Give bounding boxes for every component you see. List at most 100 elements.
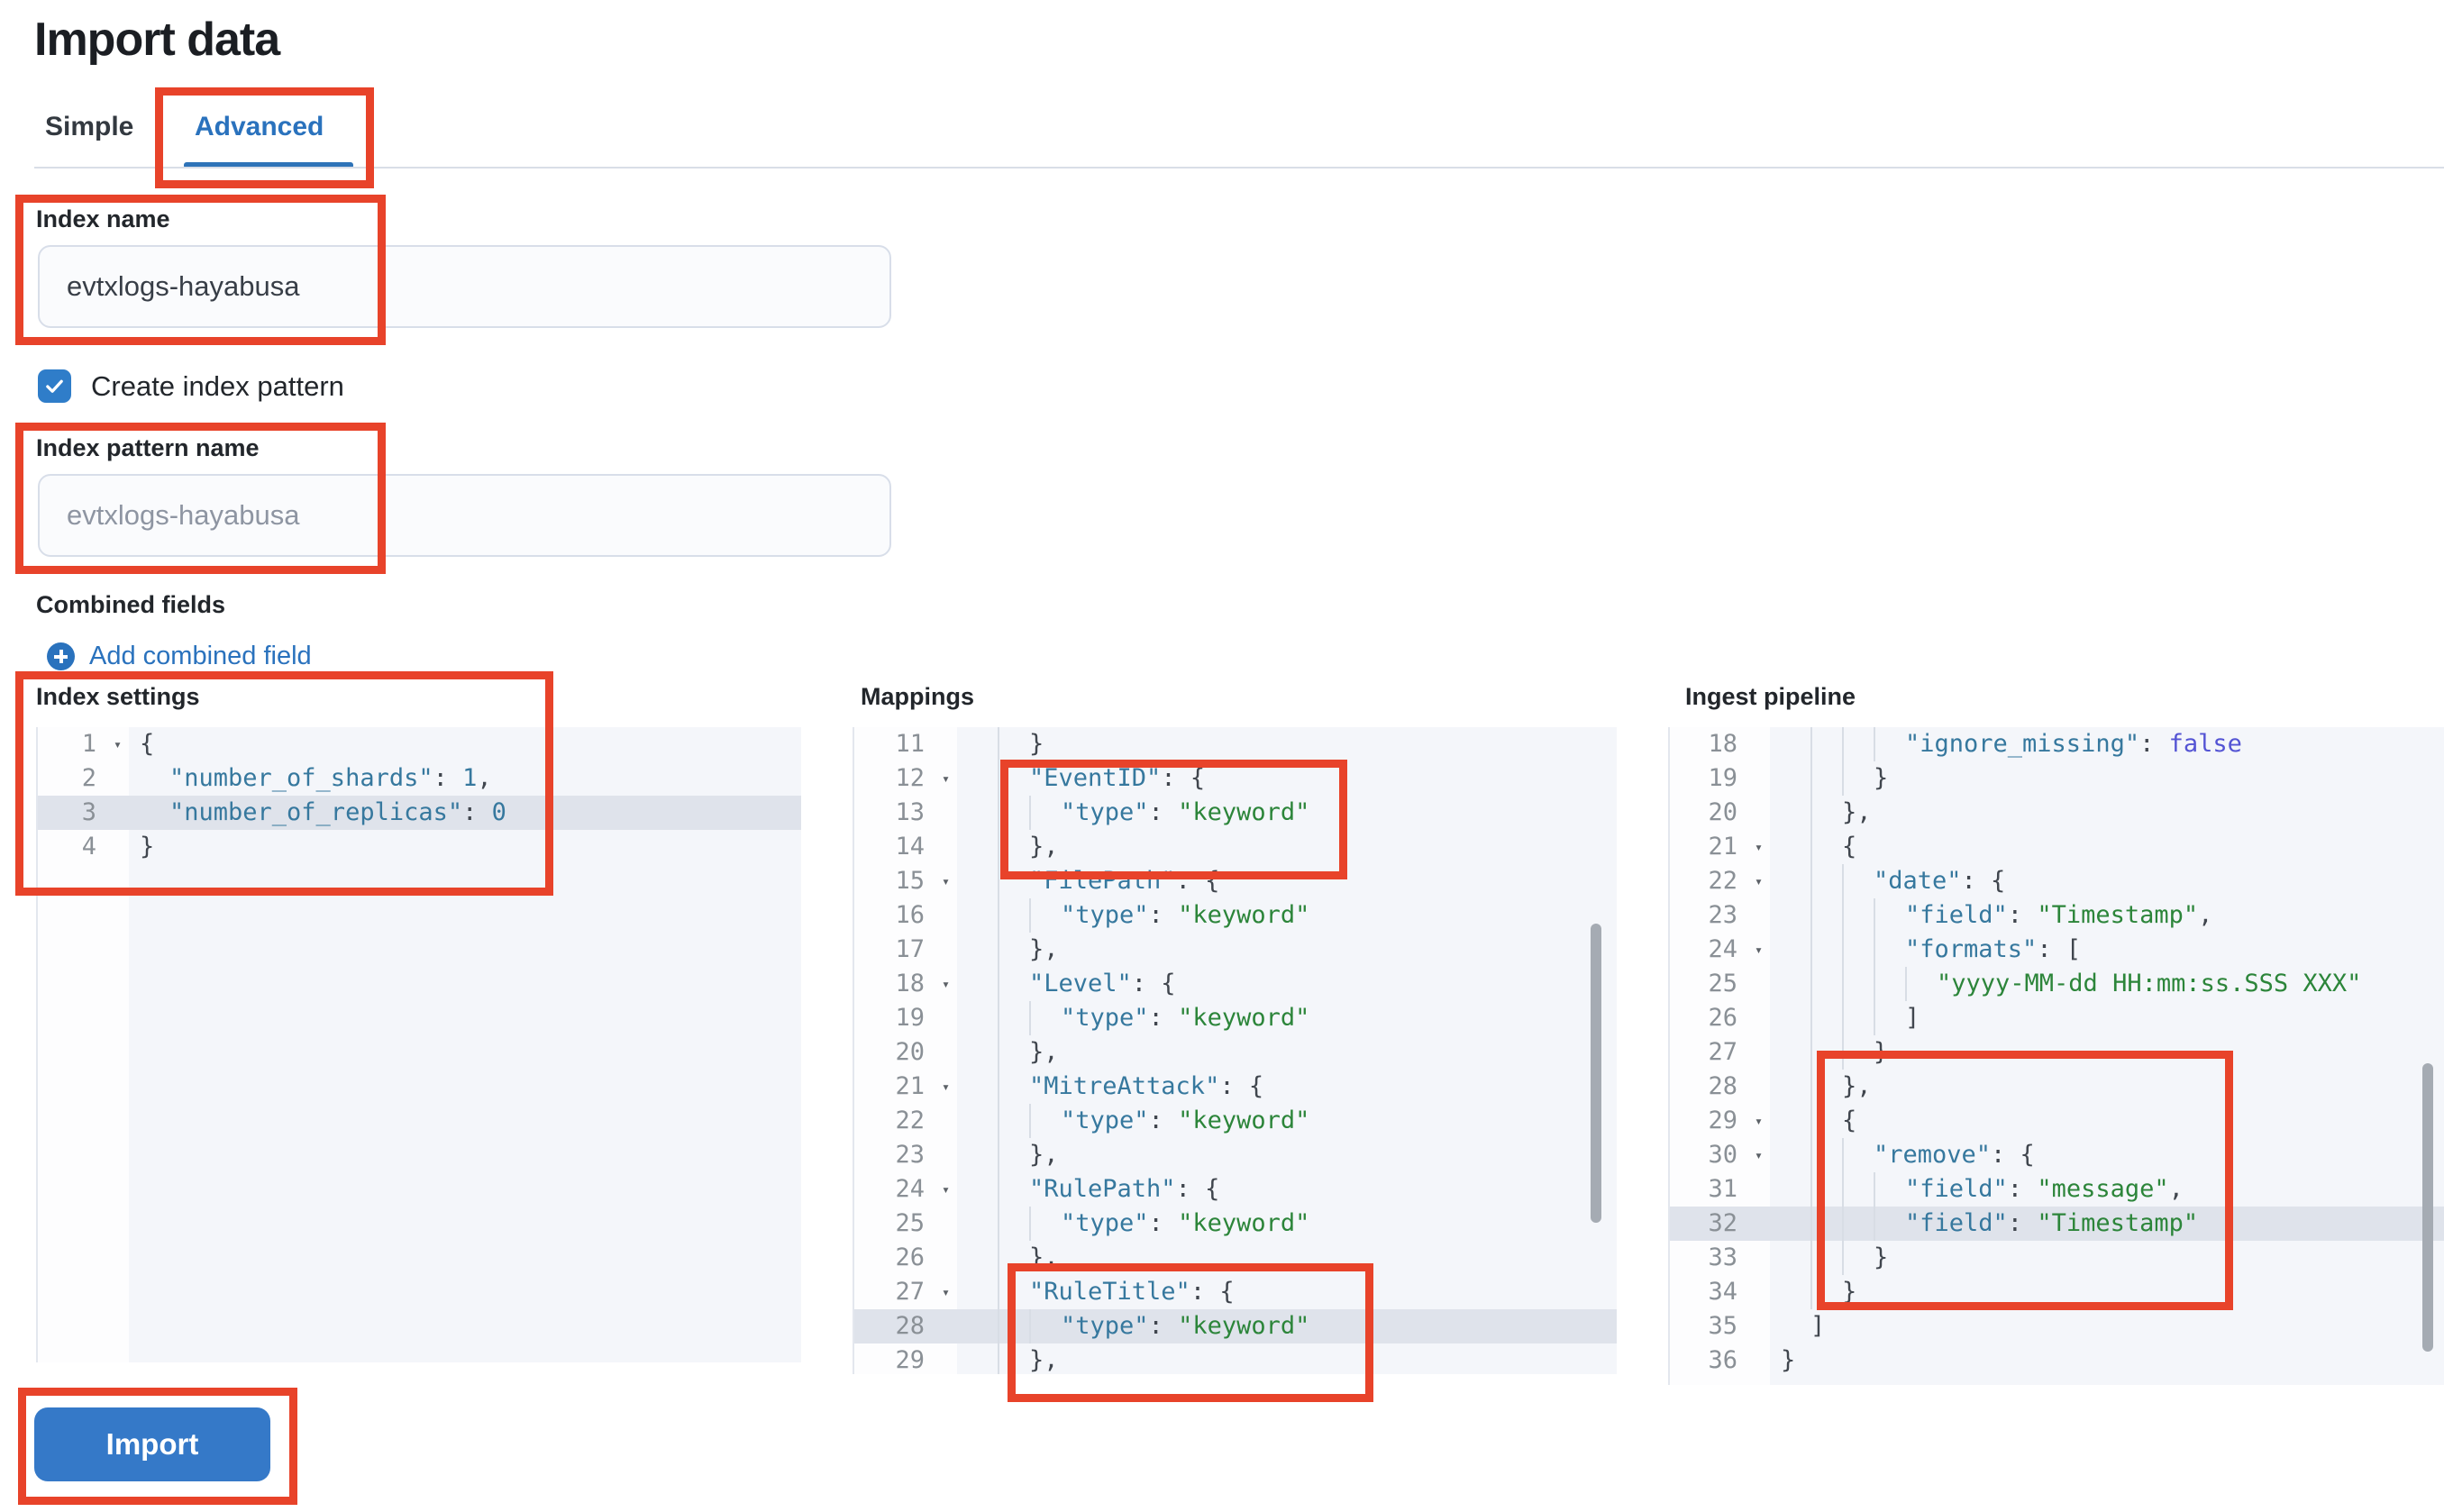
- indent-guide: [998, 1275, 1029, 1309]
- code-line[interactable]: 18▾"Level": {: [854, 967, 1617, 1001]
- code-line[interactable]: 17},: [854, 933, 1617, 967]
- tab-advanced[interactable]: Advanced: [195, 112, 324, 141]
- indent-guide: [1029, 898, 1061, 933]
- mappings-scrollbar-thumb[interactable]: [1591, 924, 1601, 1223]
- line-number: 29▾: [1670, 1104, 1770, 1138]
- code-line[interactable]: 33}: [1670, 1241, 2444, 1275]
- code-line[interactable]: 29▾{: [1670, 1104, 2444, 1138]
- fold-arrow-icon[interactable]: ▾: [941, 1284, 950, 1300]
- create-index-pattern-row: Create index pattern: [38, 369, 344, 403]
- indent-guide: [1842, 967, 1874, 1001]
- code-line[interactable]: 4}: [38, 830, 801, 864]
- code-line[interactable]: 14},: [854, 830, 1617, 864]
- code-line[interactable]: 29},: [854, 1343, 1617, 1374]
- code-line[interactable]: 25"type": "keyword": [854, 1207, 1617, 1241]
- indent-guide: [998, 1070, 1029, 1104]
- combined-fields-label: Combined fields: [36, 591, 226, 618]
- code-content: },: [957, 1138, 1059, 1172]
- code-content: }: [957, 727, 1044, 761]
- fold-arrow-icon[interactable]: ▾: [941, 770, 950, 787]
- code-line[interactable]: 16"type": "keyword": [854, 898, 1617, 933]
- code-content: },: [1770, 1070, 1872, 1104]
- index-settings-editor[interactable]: 1▾{2"number_of_shards": 1,3"number_of_re…: [36, 727, 801, 1362]
- fold-arrow-icon[interactable]: ▾: [941, 976, 950, 992]
- line-number: 31: [1708, 1175, 1737, 1203]
- code-content: }: [1770, 761, 1888, 796]
- fold-arrow-icon[interactable]: ▾: [941, 1181, 950, 1198]
- code-line[interactable]: 30▾"remove": {: [1670, 1138, 2444, 1172]
- code-line[interactable]: 1▾{: [38, 727, 801, 761]
- code-line[interactable]: 28},: [1670, 1070, 2444, 1104]
- fold-arrow-icon[interactable]: ▾: [113, 736, 122, 752]
- code-line[interactable]: 34}: [1670, 1275, 2444, 1309]
- code-line[interactable]: 27▾"RuleTitle": {: [854, 1275, 1617, 1309]
- code-line[interactable]: 19"type": "keyword": [854, 1001, 1617, 1035]
- mappings-editor[interactable]: 11}12▾"EventID": {13"type": "keyword"14}…: [853, 727, 1617, 1374]
- index-pattern-name-input[interactable]: [38, 474, 891, 557]
- tab-simple[interactable]: Simple: [45, 112, 134, 141]
- indent-guide: [998, 1343, 1029, 1374]
- code-content: }: [1770, 1035, 1888, 1070]
- code-content: "field": "Timestamp": [1770, 1207, 2198, 1241]
- ingest-pipeline-scrollbar-thumb[interactable]: [2422, 1063, 2433, 1352]
- code-line[interactable]: 32"field": "Timestamp": [1670, 1207, 2444, 1241]
- fold-arrow-icon[interactable]: ▾: [941, 873, 950, 889]
- code-line[interactable]: 28"type": "keyword": [854, 1309, 1617, 1343]
- code-line[interactable]: 18"ignore_missing": false: [1670, 727, 2444, 761]
- code-line[interactable]: 25"yyyy-MM-dd HH:mm:ss.SSS XXX": [1670, 967, 2444, 1001]
- fold-arrow-icon[interactable]: ▾: [1754, 1113, 1763, 1129]
- code-line[interactable]: 3"number_of_replicas": 0: [38, 796, 801, 830]
- indent-guide: [1874, 898, 1905, 933]
- fold-arrow-icon[interactable]: ▾: [1754, 942, 1763, 958]
- code-line[interactable]: 31"field": "message",: [1670, 1172, 2444, 1207]
- indent-guide: [1810, 933, 1842, 967]
- line-number: 24▾: [854, 1172, 957, 1207]
- indent-guide: [1842, 1241, 1874, 1275]
- code-line[interactable]: 11}: [854, 727, 1617, 761]
- fold-arrow-icon[interactable]: ▾: [1754, 873, 1763, 889]
- indent-guide: [998, 967, 1029, 1001]
- code-line[interactable]: 21▾"MitreAttack": {: [854, 1070, 1617, 1104]
- indent-guide: [998, 1207, 1029, 1241]
- code-line[interactable]: 22▾"date": {: [1670, 864, 2444, 898]
- code-line[interactable]: 21▾{: [1670, 830, 2444, 864]
- fold-arrow-icon[interactable]: ▾: [941, 1079, 950, 1095]
- code-line[interactable]: 22"type": "keyword": [854, 1104, 1617, 1138]
- line-number: 21▾: [854, 1070, 957, 1104]
- indent-guide: [1810, 1275, 1842, 1309]
- code-line[interactable]: 23"field": "Timestamp",: [1670, 898, 2444, 933]
- line-number: 11: [895, 730, 925, 758]
- tab-advanced-underline: [184, 162, 353, 169]
- code-line[interactable]: 35]: [1670, 1309, 2444, 1343]
- import-button[interactable]: Import: [34, 1407, 270, 1481]
- code-line[interactable]: 26},: [854, 1241, 1617, 1275]
- indent-guide: [1842, 1138, 1874, 1172]
- index-settings-label: Index settings: [36, 683, 200, 710]
- code-content: }: [140, 833, 155, 861]
- code-line[interactable]: 24▾"RulePath": {: [854, 1172, 1617, 1207]
- code-line[interactable]: 13"type": "keyword": [854, 796, 1617, 830]
- code-line[interactable]: 24▾"formats": [: [1670, 933, 2444, 967]
- create-index-pattern-checkbox[interactable]: [38, 369, 71, 403]
- code-line[interactable]: 2"number_of_shards": 1,: [38, 761, 801, 796]
- code-line[interactable]: 26]: [1670, 1001, 2444, 1035]
- line-number: 21▾: [1670, 830, 1770, 864]
- code-line[interactable]: 23},: [854, 1138, 1617, 1172]
- code-line[interactable]: 20},: [854, 1035, 1617, 1070]
- code-content: {: [1770, 830, 1856, 864]
- line-number: 20: [895, 1038, 925, 1066]
- indent-guide: [1874, 933, 1905, 967]
- fold-arrow-icon[interactable]: ▾: [1754, 1147, 1763, 1163]
- code-content: }: [1770, 1241, 1888, 1275]
- add-combined-field-button[interactable]: Add combined field: [47, 642, 312, 671]
- code-line[interactable]: 15▾"FilePath": {: [854, 864, 1617, 898]
- code-line[interactable]: 27}: [1670, 1035, 2444, 1070]
- index-name-input[interactable]: [38, 245, 891, 328]
- index-name-label: Index name: [36, 205, 170, 232]
- code-line[interactable]: 36}: [1670, 1343, 2444, 1378]
- code-line[interactable]: 20},: [1670, 796, 2444, 830]
- code-line[interactable]: 19}: [1670, 761, 2444, 796]
- code-line[interactable]: 12▾"EventID": {: [854, 761, 1617, 796]
- fold-arrow-icon[interactable]: ▾: [1754, 839, 1763, 855]
